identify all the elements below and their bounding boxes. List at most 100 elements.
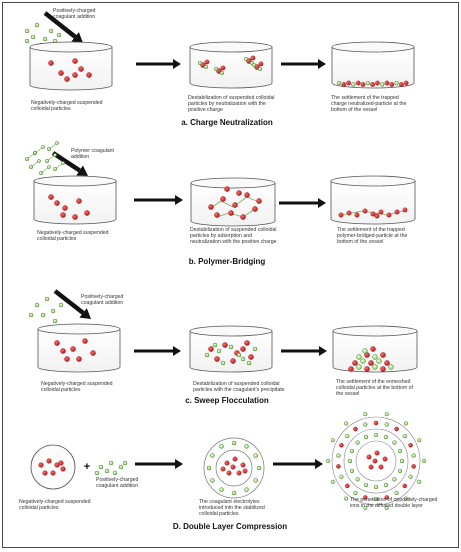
caption-suspended-particles-c: Negatively-charged suspended colloidal p…: [41, 381, 113, 393]
negative-particle: [380, 352, 386, 358]
negative-particle: [220, 65, 226, 71]
caption-coagulant-addition-d: Positively-charged coagulant addition: [96, 477, 139, 489]
arrow-d2-head: [315, 459, 323, 469]
negative-particle: [402, 483, 407, 489]
negative-particle: [338, 212, 344, 218]
positive-particle: [372, 354, 378, 360]
positive-particle: [204, 352, 210, 358]
negative-particle: [378, 209, 384, 215]
positive-particle: [349, 468, 355, 474]
negative-particle: [228, 210, 234, 216]
negative-particle: [224, 460, 230, 466]
negative-particle: [248, 354, 254, 360]
caption-destabilization-b: Destabilization of suspended colloidal p…: [190, 227, 277, 245]
positive-particle: [33, 151, 37, 155]
polymer-bridge: [216, 208, 256, 218]
positive-particle: [44, 296, 50, 302]
positive-particle: [203, 64, 209, 70]
positive-particle: [37, 159, 41, 163]
negative-particle: [374, 450, 380, 456]
arrow-coagulant-addition-c-head: [79, 308, 91, 319]
caption-coagulant-addition-c: Positively-charged coagulant addition: [81, 294, 124, 306]
arrow-coagulant-addition-a: [43, 11, 77, 39]
positive-particle: [399, 458, 405, 464]
positive-particle: [42, 36, 48, 42]
negative-particle: [256, 198, 262, 204]
positive-particle: [355, 477, 360, 482]
positive-particle: [53, 153, 57, 157]
negative-particle: [370, 82, 375, 87]
panel-title-d: D. Double Layer Compression: [172, 522, 288, 531]
negative-particle: [208, 346, 214, 352]
negative-particle: [214, 212, 220, 218]
vessel-a1: [29, 47, 113, 91]
positive-particle: [362, 348, 368, 354]
positive-particle: [47, 165, 51, 169]
caption-suspended-particles-a: Negatively-charged suspended colloidal p…: [31, 100, 103, 112]
positive-particle: [344, 421, 349, 426]
vessel-a1-rim: [29, 41, 113, 53]
positive-particle: [216, 348, 222, 354]
negative-particle: [204, 59, 210, 65]
positive-particle: [397, 468, 403, 474]
negative-particle: [64, 356, 70, 362]
negative-particle: [220, 196, 226, 202]
negative-particle: [226, 470, 232, 476]
positive-particle: [392, 477, 397, 482]
arrow-coagulant-addition-a-head: [71, 32, 83, 43]
positive-particle: [240, 356, 246, 362]
negative-particle: [372, 458, 378, 464]
negative-particle: [64, 76, 70, 82]
negative-particle: [384, 360, 390, 366]
vessel-c2: [189, 331, 273, 373]
negative-particle: [244, 340, 250, 346]
positive-particle: [24, 156, 30, 162]
negative-particle: [86, 72, 92, 78]
positive-particle: [394, 490, 399, 496]
positive-particle: [349, 448, 355, 454]
negative-particle: [240, 214, 246, 220]
caption-settlement-b: The settlement of the trapped polymer-br…: [337, 227, 408, 245]
positive-particle: [98, 464, 104, 470]
positive-particle: [355, 440, 360, 445]
vessel-c1-rim: [37, 323, 121, 335]
vessel-b1: [33, 181, 117, 225]
positive-particle: [373, 496, 379, 502]
caption-settlement-c: The settlement of the enmeshed colloidal…: [336, 379, 413, 397]
positive-particle: [384, 412, 389, 417]
positive-particle: [363, 422, 368, 427]
positive-particle: [417, 438, 422, 443]
positive-particle: [251, 62, 257, 68]
positive-particle: [219, 487, 224, 492]
positive-particle: [363, 434, 369, 440]
negative-particle: [236, 190, 242, 196]
negative-particle: [384, 80, 390, 86]
negative-particle: [42, 470, 48, 476]
negative-particle: [70, 346, 76, 352]
panel-title-a: a. Charge Neutralization: [181, 118, 273, 127]
positive-particle: [220, 360, 226, 366]
positive-particle: [28, 312, 34, 318]
caption-suspended-particles-b: Negatively-charged suspended colloidal p…: [37, 230, 109, 242]
negative-particle: [78, 66, 84, 72]
negative-particle: [345, 483, 350, 489]
positive-particle: [380, 82, 385, 87]
vessel-c2-rim: [189, 325, 273, 337]
positive-particle: [206, 465, 212, 471]
negative-particle: [346, 80, 351, 86]
negative-particle: [375, 80, 380, 86]
positive-particle: [402, 433, 407, 439]
negative-particle: [224, 186, 230, 192]
negative-particle: [72, 214, 78, 220]
positive-particle: [210, 478, 215, 483]
positive-particle: [356, 364, 362, 370]
positive-particle: [351, 82, 356, 87]
positive-particle: [347, 458, 353, 464]
positive-particle: [104, 468, 110, 474]
positive-particle: [48, 28, 54, 34]
negative-particle: [252, 206, 258, 212]
negative-particle: [370, 211, 376, 217]
negative-particle: [408, 442, 413, 448]
negative-particle: [82, 338, 88, 344]
positive-particle: [360, 358, 366, 364]
